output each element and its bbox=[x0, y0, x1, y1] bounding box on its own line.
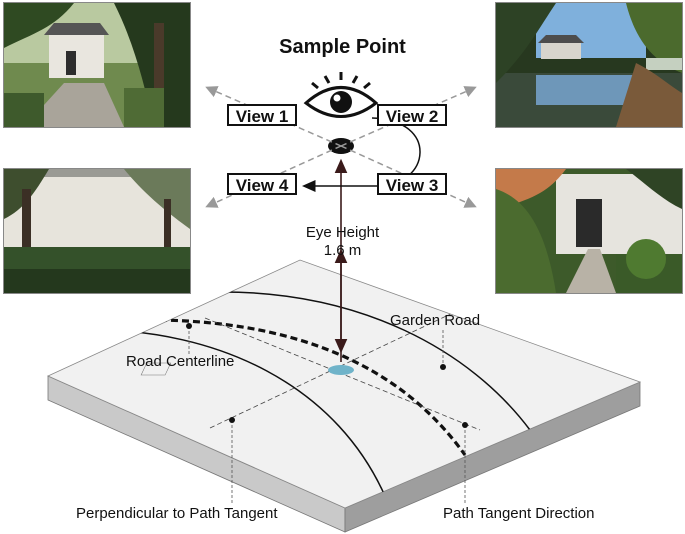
garden-road-label: Garden Road bbox=[390, 312, 481, 329]
photo-view-2 bbox=[495, 2, 683, 128]
garden-road-dot bbox=[440, 364, 446, 370]
sample-point-marker bbox=[328, 365, 354, 375]
tangent-dot bbox=[462, 422, 468, 428]
eye-height-label: Eye Height bbox=[305, 224, 380, 241]
view-2-label: View 2 bbox=[377, 104, 447, 126]
title-sample-point: Sample Point bbox=[279, 36, 406, 58]
photo-view-4 bbox=[3, 168, 191, 294]
photo-view-1 bbox=[3, 2, 191, 128]
sample-point-square bbox=[140, 362, 172, 376]
eye-icon bbox=[303, 72, 379, 118]
view-3-label: View 3 bbox=[377, 173, 447, 195]
perpendicular-label: Perpendicular to Path Tangent bbox=[76, 505, 278, 522]
centerline-dot bbox=[186, 323, 192, 329]
road-centerline-label: Road Centerline bbox=[126, 353, 235, 370]
tangent-direction-label: Path Tangent Direction bbox=[443, 505, 595, 522]
perpendicular-dot bbox=[229, 417, 235, 423]
perpendicular-line bbox=[209, 299, 481, 429]
view-1-label: View 1 bbox=[227, 104, 297, 126]
view-4-label: View 4 bbox=[227, 173, 297, 195]
slab-top-face bbox=[47, 259, 642, 509]
road-centerline-line bbox=[159, 318, 467, 456]
photo-view-3 bbox=[495, 168, 683, 294]
road-edge-right bbox=[214, 291, 531, 431]
ground-slab bbox=[47, 259, 642, 533]
eye-height-value: 1.6 m bbox=[323, 242, 362, 259]
